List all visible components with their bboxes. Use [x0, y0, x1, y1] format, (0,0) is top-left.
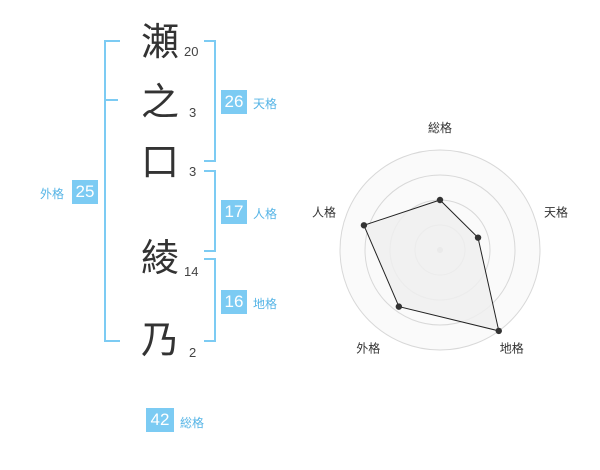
radar-axis-label-3: 地格 [500, 341, 524, 356]
tenkaku-bracket [204, 40, 216, 162]
stroke-count-4: 14 [184, 264, 199, 279]
jinkaku-bracket [204, 170, 216, 252]
radar-axis-label-5: 人格 [312, 204, 336, 219]
stroke-count-2: 3 [189, 105, 197, 120]
chikaku-bracket [204, 258, 216, 342]
gaikaku-bracket [104, 40, 120, 342]
soukaku-label: 総格 [180, 416, 205, 430]
name-char-4: 綾 [140, 236, 179, 280]
jinkaku-label: 人格 [253, 207, 278, 221]
radar-polygon [363, 199, 500, 332]
stroke-count-1: 20 [184, 44, 199, 59]
chikaku-badge: 16 [221, 290, 247, 314]
name-char-1: 瀬 [140, 20, 179, 64]
jinkaku-badge: 17 [221, 200, 247, 224]
gaikaku-badge: 25 [72, 180, 98, 204]
radar-point-2 [474, 234, 482, 241]
chikaku-label: 地格 [253, 297, 278, 311]
radar-axis-label-2: 天格 [544, 204, 568, 219]
name-char-2: 之 [140, 80, 179, 124]
radar-points [360, 196, 502, 335]
tenkaku-label: 天格 [253, 97, 278, 111]
stroke-count-5: 2 [189, 345, 197, 360]
radar-ring [339, 149, 541, 351]
radar-ring [364, 174, 516, 326]
radar-point-3 [495, 327, 502, 335]
radar-point-5 [360, 222, 368, 229]
radar-point-4 [395, 303, 403, 310]
gaikaku-label: 外格 [40, 187, 65, 201]
radar-point-1 [436, 196, 444, 204]
name-char-3: 口 [140, 140, 179, 184]
stroke-count-3: 3 [189, 164, 197, 179]
name-char-5: 乃 [140, 318, 179, 362]
bracket-tick [106, 99, 118, 101]
soukaku-badge: 42 [146, 408, 174, 432]
radar-axis-label-4: 外格 [356, 341, 380, 356]
radar-axis-label-1: 総格 [428, 120, 452, 135]
tenkaku-badge: 26 [221, 90, 247, 114]
